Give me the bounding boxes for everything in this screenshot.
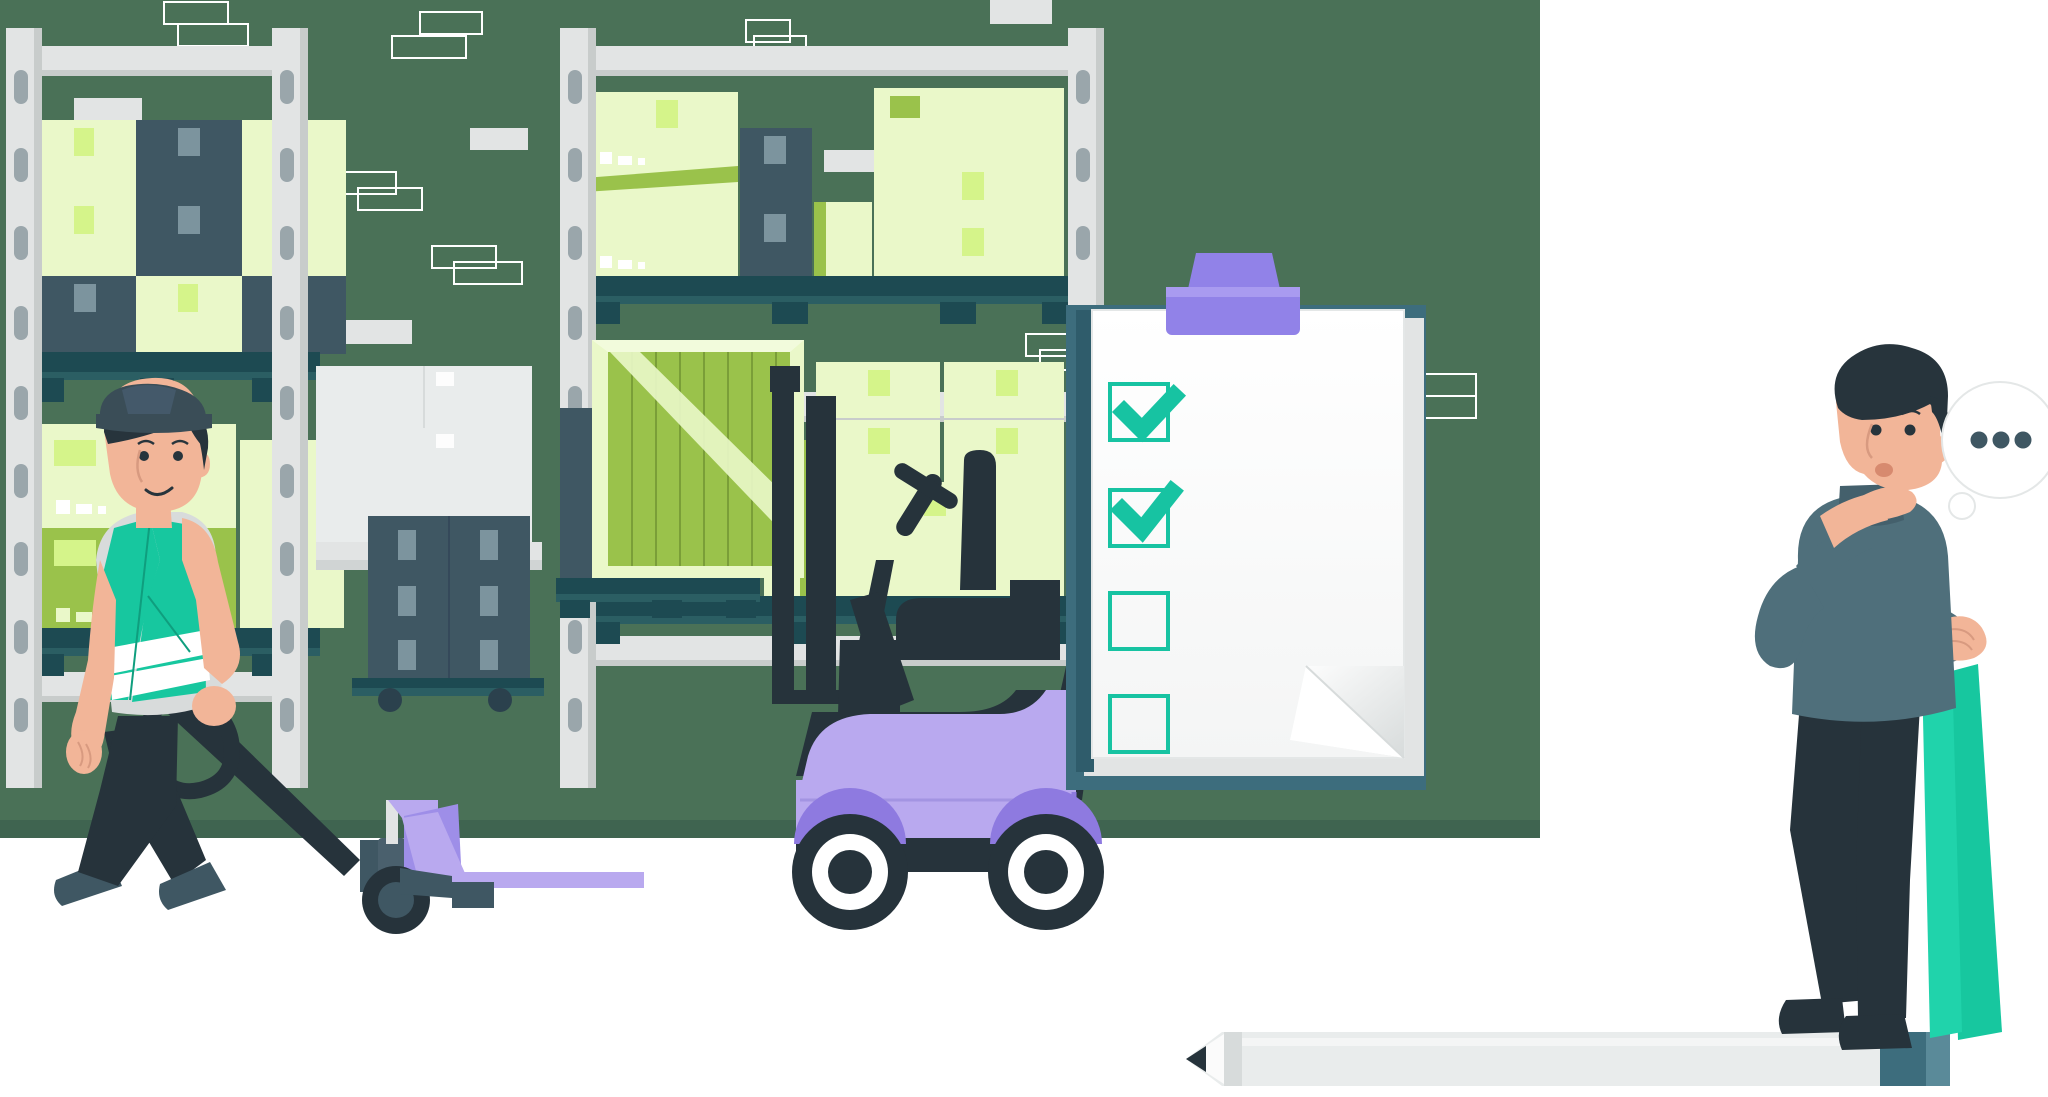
wall-sign-filled [990, 0, 1052, 24]
wall-sign [431, 245, 497, 269]
checkmark-2 [1109, 480, 1184, 543]
worker-eye-right [173, 451, 183, 461]
worker-vest-stripe-1 [108, 630, 208, 674]
man-pointing-hand [1862, 486, 1917, 521]
worker-hand-left [66, 730, 102, 774]
checklist-lines-3 [1196, 600, 1348, 652]
worker-eye-left [139, 451, 149, 461]
man-mouth [1875, 463, 1893, 477]
wall-sign [419, 11, 483, 35]
man-arm-raised-upper [1754, 566, 1824, 669]
wall-sign [391, 35, 467, 59]
warehouse-worker-with-pallet-jack [54, 377, 240, 910]
pallet-load-upper-right [584, 88, 1064, 276]
pencil [1186, 1032, 1950, 1086]
worker-vest-stripe-2 [110, 658, 210, 700]
clipboard-clip [1166, 287, 1300, 335]
worker-leg-front [78, 716, 178, 886]
checklist-row[interactable] [1108, 382, 1348, 443]
forklift [770, 366, 1116, 930]
rack-upright-left [6, 28, 42, 788]
held-teal-panel [1948, 664, 2002, 1040]
man-eye-left [1870, 424, 1882, 436]
thought-dot-3 [2014, 431, 2032, 449]
checklist [1108, 382, 1348, 754]
man-shoe-back [1778, 998, 1846, 1034]
worker-mouth [144, 486, 174, 496]
pencil-lead [1186, 1046, 1206, 1072]
steering-wheel [894, 463, 958, 509]
thought-bubble [1941, 381, 2048, 520]
thought-dot-1 [1970, 431, 1988, 449]
pallet-upper-right [580, 276, 1080, 324]
forklift-seat-base [896, 598, 1044, 660]
inventory-clipboard [1066, 253, 1426, 790]
man-shoe-front [1838, 1014, 1912, 1050]
pallet-jack-handle-bar [166, 700, 360, 876]
worker-hand-right [192, 686, 236, 726]
man-arm-raised-lower [1796, 524, 1872, 592]
forklift-wheel-rear [988, 814, 1104, 930]
thinking-man [1754, 344, 2002, 1050]
forklift-wheel-front [792, 814, 908, 930]
dark-box-stack-on-dolly [352, 516, 544, 712]
worker-arm-left [71, 560, 116, 757]
checklist-row[interactable] [1108, 480, 1348, 550]
wall-sign [745, 19, 791, 43]
forklift-seat-back [960, 450, 996, 590]
man-nose [1865, 423, 1874, 459]
wall-sign-filled [824, 150, 882, 172]
thought-dot-2 [1992, 431, 2010, 449]
checkbox-2 [1108, 488, 1170, 548]
clipboard-clip-top [1188, 253, 1280, 289]
wall-sign [357, 187, 423, 211]
forklift-mast-right [806, 396, 836, 700]
checkbox-3 [1108, 591, 1170, 651]
checkmark-1 [1111, 383, 1187, 443]
thought-bubble-small [1948, 492, 1976, 520]
checklist-lines-2 [1196, 498, 1348, 550]
checklist-row[interactable] [1108, 591, 1348, 652]
wall-sign-filled [470, 128, 528, 150]
rack-upright-right [272, 28, 308, 788]
wall-sign [453, 261, 523, 285]
checklist-lines-1 [1196, 391, 1348, 443]
forklift-mast-left [772, 370, 794, 700]
man-hair [1834, 344, 1948, 440]
man-leg-back [1790, 700, 1868, 1004]
wall-sign-filled [74, 98, 142, 120]
green-crate-on-forks [592, 340, 804, 578]
man-eye-right [1904, 424, 1916, 436]
worker-boot-front [159, 862, 226, 910]
worker-arm-right [182, 518, 240, 684]
checkbox-4 [1108, 694, 1170, 754]
left-shelving-unit [6, 28, 346, 788]
worker-nose [136, 449, 144, 483]
man-leg-front [1856, 700, 1920, 1018]
wall-sign-filled [340, 320, 412, 344]
